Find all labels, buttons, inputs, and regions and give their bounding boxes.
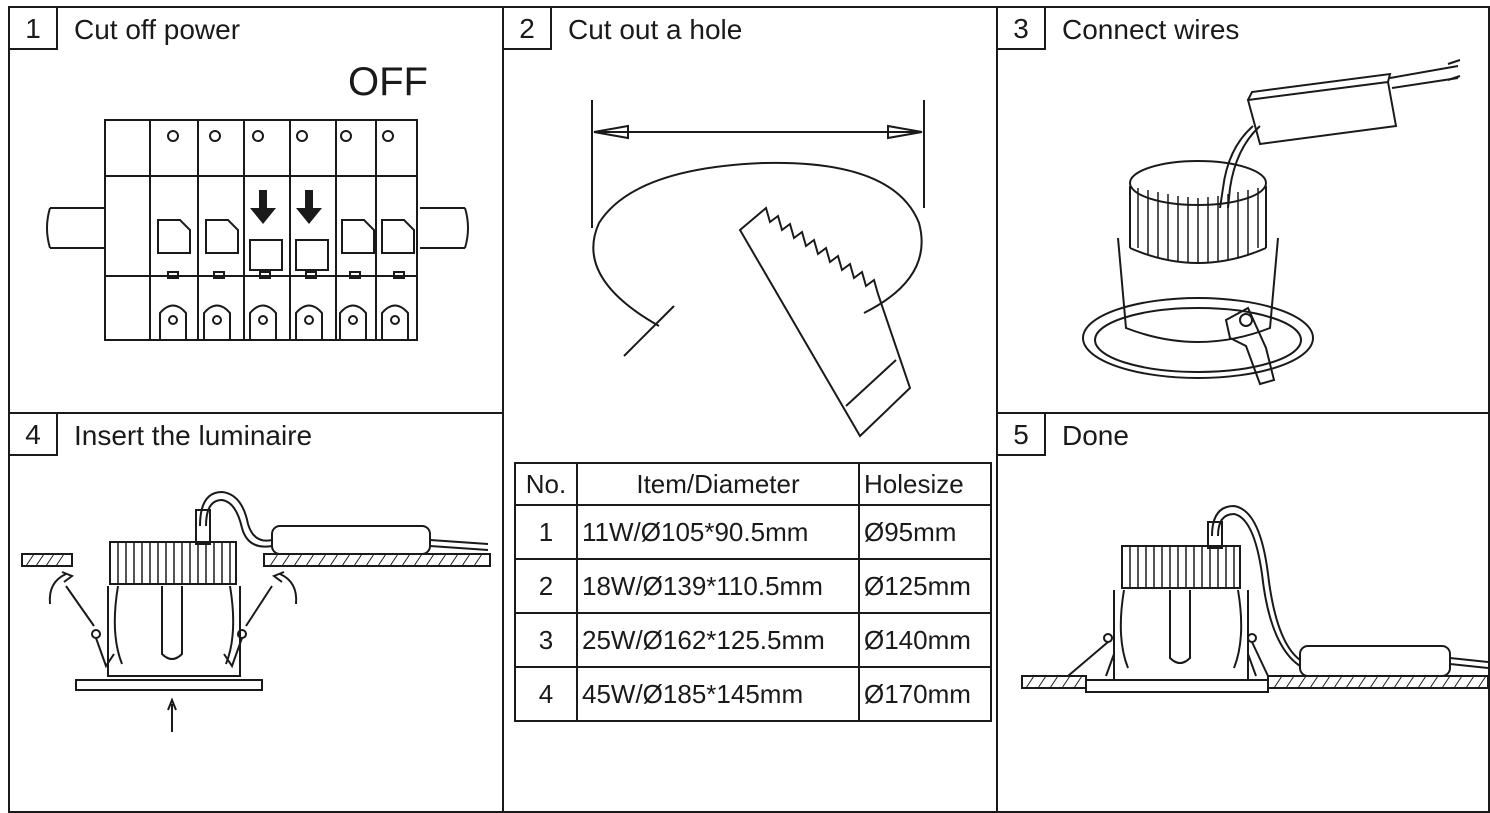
step-2-panel: 2 Cut out a hole No. Item/Diameter Holes… [502,6,998,813]
arrowhead-icon [61,571,75,583]
breaker-modules [149,120,415,340]
step-4-panel: 4 Insert the luminaire [8,412,504,813]
step-1-title: Cut off power [74,14,241,45]
hole-cutting-illustration [591,100,925,438]
curved-arrow-icon [48,573,67,605]
step-3-panel: 3 Connect wires [996,6,1490,414]
table-cell: Ø95mm [858,504,992,560]
table-row: 4 45W/Ø185*145mm Ø170mm [514,666,992,722]
step-4-title: Insert the luminaire [74,420,313,451]
table-row: 2 18W/Ø139*110.5mm Ø125mm [514,558,992,614]
table-cell: Ø140mm [858,612,992,668]
arrow-down-icon [250,190,322,224]
step-3-title: Connect wires [1062,14,1240,45]
step-4-number: 4 [10,414,58,456]
table-header: Item/Diameter [576,462,860,506]
installed-luminaire-illustration [1021,504,1488,693]
step-5-number: 5 [998,414,1046,456]
table-cell: 45W/Ø185*145mm [576,666,860,722]
table-cell: 25W/Ø162*125.5mm [576,612,860,668]
step-2-number: 2 [504,8,552,50]
circuit-breaker-illustration [46,119,469,341]
curved-arrow-icon [279,573,298,605]
step-1-number: 1 [10,8,58,50]
table-cell: Ø170mm [858,666,992,722]
step-2-title: Cut out a hole [568,14,743,45]
table-cell: 1 [514,504,578,560]
saw-icon [738,206,912,438]
step-1-panel: 1 Cut off power OFF [8,6,504,414]
table-header: Holesize [858,462,992,506]
step-3-number: 3 [998,8,1046,50]
table-cell: 2 [514,558,578,614]
driver-icon [1246,59,1461,146]
table-row: 3 25W/Ø162*125.5mm Ø140mm [514,612,992,668]
table-cell: 4 [514,666,578,722]
arrowhead-icon [271,571,285,583]
table-cell: 3 [514,612,578,668]
table-row: 1 11W/Ø105*90.5mm Ø95mm [514,504,992,560]
table-cell: 11W/Ø105*90.5mm [576,504,860,560]
table-cell: Ø125mm [858,558,992,614]
spec-table: No. Item/Diameter Holesize 1 11W/Ø105*90… [514,462,992,722]
table-header-row: No. Item/Diameter Holesize [514,462,992,506]
table-cell: 18W/Ø139*110.5mm [576,558,860,614]
table-header: No. [514,462,578,506]
step-5-panel: 5 Done [996,412,1490,813]
insert-luminaire-illustration [21,490,491,732]
luminaire-wiring-illustration [1082,59,1461,386]
off-label: OFF [348,60,428,104]
step-5-title: Done [1062,420,1129,451]
